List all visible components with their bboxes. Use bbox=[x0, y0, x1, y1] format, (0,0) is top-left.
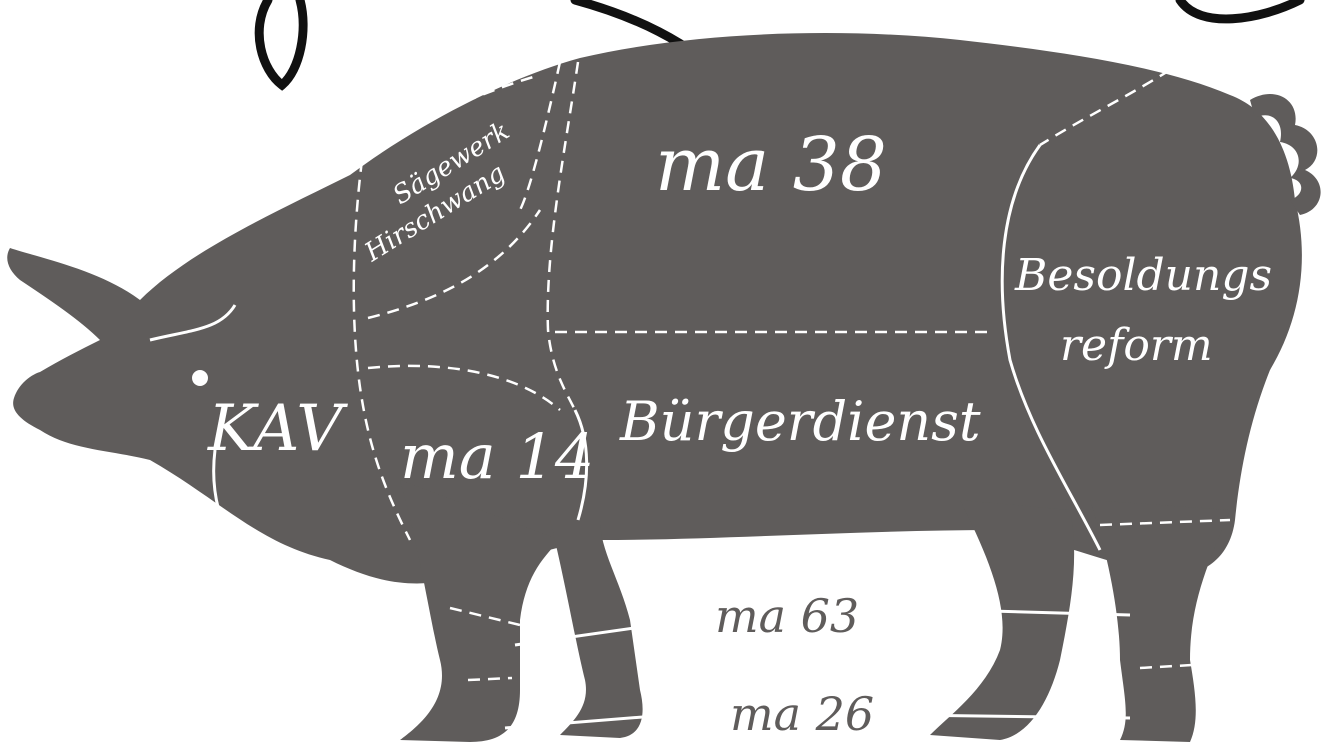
label-ma38: ma 38 bbox=[655, 122, 887, 208]
pig-leg-back-left bbox=[930, 500, 1074, 740]
label-besoldungs: Besoldungs bbox=[1014, 250, 1272, 301]
pig-body bbox=[7, 33, 1302, 583]
label-ma14: ma 14 bbox=[400, 420, 594, 493]
pig-leg-back-right bbox=[1090, 500, 1230, 742]
label-kav: KAV bbox=[207, 392, 348, 466]
label-buergerdienst: Bürgerdienst bbox=[619, 390, 981, 453]
ma26-leader-right bbox=[905, 715, 1130, 718]
pig-eye bbox=[192, 370, 208, 386]
label-ma26: ma 26 bbox=[730, 687, 874, 741]
label-reform: reform bbox=[1060, 320, 1213, 371]
ink-letter-right bbox=[1180, 0, 1300, 19]
label-ma63: ma 63 bbox=[715, 589, 859, 643]
ink-letter-left bbox=[259, 0, 303, 85]
